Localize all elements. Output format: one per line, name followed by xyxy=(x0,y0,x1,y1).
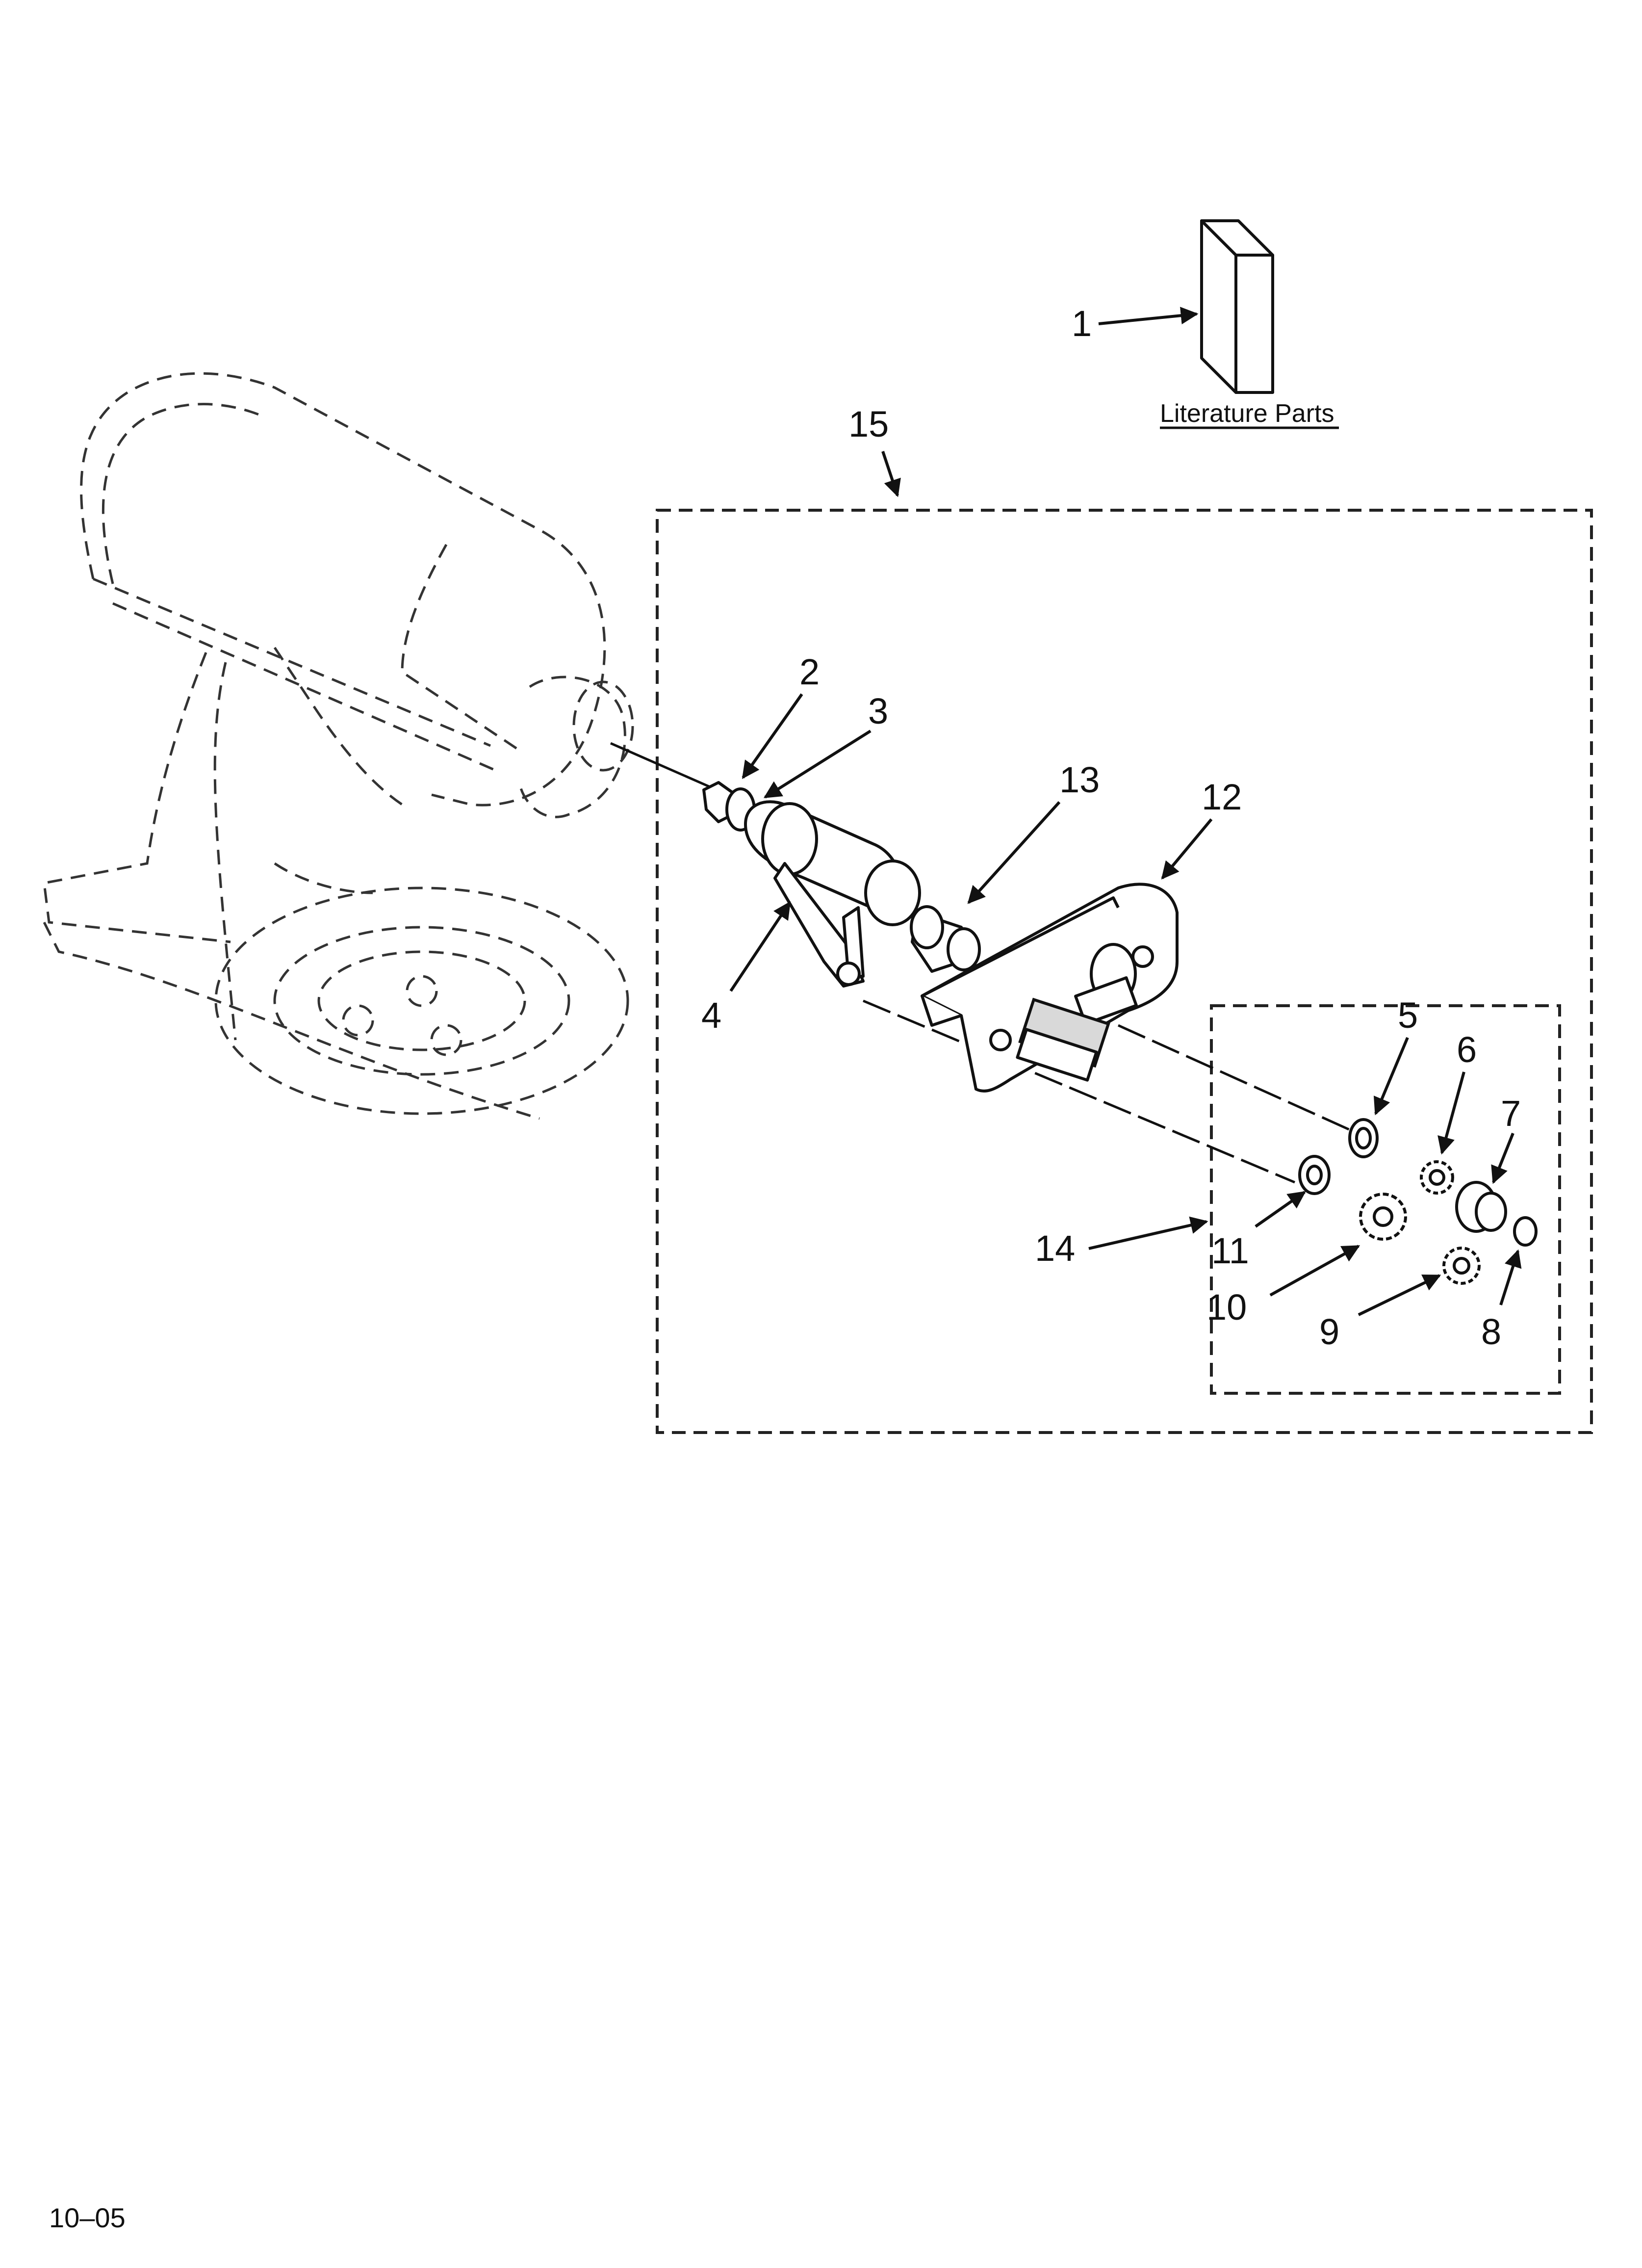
leader-7 xyxy=(1491,1132,1514,1184)
part-12-bracket xyxy=(921,883,1179,1093)
part-4-housing xyxy=(744,800,921,988)
callout-13: 13 xyxy=(1059,759,1100,800)
part-10-gear xyxy=(1359,1193,1407,1241)
callout-11: 11 xyxy=(1211,1230,1249,1271)
axis-line-main xyxy=(610,742,712,789)
leader-4 xyxy=(729,901,791,992)
leader-3 xyxy=(763,730,872,799)
part-5-spring xyxy=(1348,1118,1379,1158)
leader-6 xyxy=(1437,1071,1465,1155)
callout-8: 8 xyxy=(1481,1311,1501,1352)
leader-15 xyxy=(881,451,901,497)
axis-line-upper xyxy=(1117,1024,1369,1140)
part-11-washer xyxy=(1298,1155,1331,1195)
axis-line-lower xyxy=(863,999,1295,1184)
literature-booklet xyxy=(1200,219,1274,394)
leader-9 xyxy=(1358,1274,1441,1316)
literature-parts-caption: Literature Parts xyxy=(1160,399,1334,428)
callout-6: 6 xyxy=(1457,1029,1477,1070)
leader-8 xyxy=(1499,1249,1522,1305)
leader-1 xyxy=(1098,307,1199,325)
callout-2: 2 xyxy=(799,652,820,692)
part-7-hub xyxy=(1455,1181,1507,1233)
callout-15: 15 xyxy=(848,404,889,444)
part-8-nut xyxy=(1513,1216,1538,1247)
callout-14: 14 xyxy=(1035,1228,1075,1269)
callout-3: 3 xyxy=(868,691,888,731)
leader-5 xyxy=(1373,1037,1409,1116)
part-2-3-collar xyxy=(702,781,756,832)
callout-7: 7 xyxy=(1501,1093,1521,1134)
leader-10 xyxy=(1269,1245,1360,1297)
leader-12 xyxy=(1161,818,1213,880)
callout-5: 5 xyxy=(1398,995,1418,1036)
callout-1: 1 xyxy=(1072,303,1092,344)
mixer-ghost-outline xyxy=(43,372,634,1120)
part-6-gear xyxy=(1420,1160,1454,1195)
part-9-gear xyxy=(1442,1247,1481,1285)
subassembly-box-14 xyxy=(1210,1004,1561,1395)
leader-2 xyxy=(742,693,803,779)
callout-4: 4 xyxy=(701,995,721,1036)
callout-9: 9 xyxy=(1319,1311,1339,1352)
callout-10: 10 xyxy=(1206,1287,1247,1328)
leader-14 xyxy=(1088,1216,1208,1250)
part-13-bushing xyxy=(910,905,981,973)
callout-12: 12 xyxy=(1202,777,1242,817)
leader-11 xyxy=(1255,1191,1306,1228)
leader-13 xyxy=(967,801,1061,904)
footer-code: 10–05 xyxy=(49,2202,126,2233)
